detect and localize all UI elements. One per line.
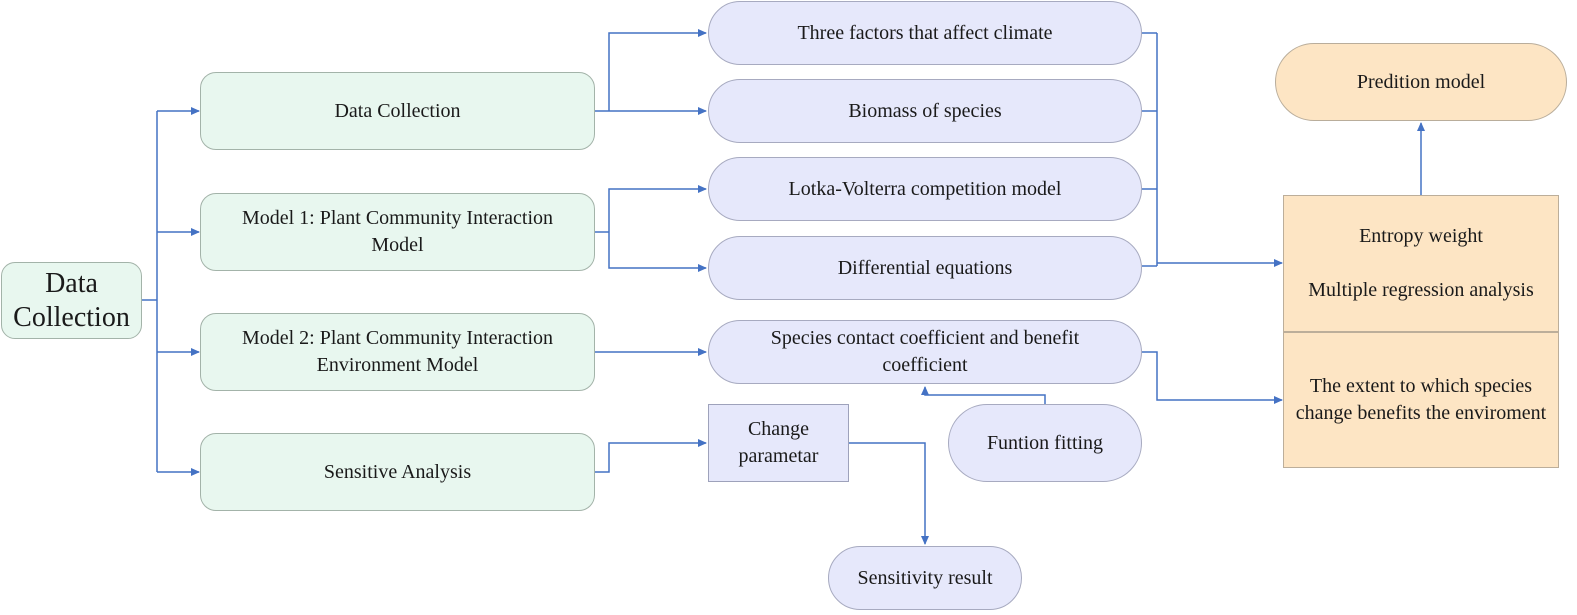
climate-factors-label: Three factors that affect climate	[797, 21, 1053, 44]
model1-node: Model 1: Plant Community Interaction Mod…	[200, 193, 595, 271]
prediction-model-label: Predition model	[1356, 70, 1486, 93]
root-node: Data Collection	[1, 262, 142, 339]
prediction-model-node: Predition model	[1275, 43, 1567, 121]
edge-coefficient-to-extent	[1142, 351, 1283, 404]
edge-model1-to-diffeq	[608, 232, 707, 272]
sensitivity-result-node: Sensitivity result	[828, 546, 1022, 610]
edge-data-to-climate	[608, 29, 707, 111]
function-fitting-label: Funtion fitting	[986, 431, 1104, 454]
model1-label: Model 1: Plant Community Interaction Mod…	[241, 207, 554, 256]
data-collection-label: Data Collection	[334, 99, 461, 122]
regression-label: Multiple regression analysis	[1308, 279, 1534, 301]
change-parameter-label: Change parametar	[738, 418, 819, 467]
differential-equations-label: Differential equations	[837, 256, 1013, 279]
biomass-node: Biomass of species	[708, 79, 1142, 143]
model2-label: Model 2: Plant Community Interaction Env…	[241, 327, 554, 376]
lotka-volterra-label: Lotka-Volterra competition model	[788, 177, 1062, 200]
root-label: Data Collection	[13, 267, 130, 333]
model2-node: Model 2: Plant Community Interaction Env…	[200, 313, 595, 391]
change-parameter-node: Change parametar	[708, 404, 849, 482]
edge-model1-to-lotka	[608, 185, 707, 232]
data-collection-node: Data Collection	[200, 72, 595, 150]
edge-sensitive-to-change	[595, 439, 707, 473]
function-fitting-node: Funtion fitting	[948, 404, 1142, 482]
entropy-regression-node: Entropy weight Multiple regression analy…	[1283, 195, 1559, 332]
coefficient-label: Species contact coefficient and benefit …	[770, 327, 1080, 376]
extent-label: The extent to which species change benef…	[1295, 375, 1547, 424]
extent-node: The extent to which species change benef…	[1283, 332, 1559, 468]
edge-fitting-to-coefficient	[921, 386, 1046, 404]
sensitive-analysis-label: Sensitive Analysis	[323, 460, 472, 483]
sensitive-analysis-node: Sensitive Analysis	[200, 433, 595, 511]
lotka-volterra-node: Lotka-Volterra competition model	[708, 157, 1142, 221]
sensitivity-result-label: Sensitivity result	[857, 566, 993, 589]
edge-change-to-result	[849, 442, 929, 545]
coefficient-node: Species contact coefficient and benefit …	[708, 320, 1142, 384]
climate-factors-node: Three factors that affect climate	[708, 1, 1142, 65]
differential-equations-node: Differential equations	[708, 236, 1142, 300]
entropy-weight-label: Entropy weight	[1359, 225, 1483, 247]
biomass-label: Biomass of species	[848, 99, 1002, 122]
